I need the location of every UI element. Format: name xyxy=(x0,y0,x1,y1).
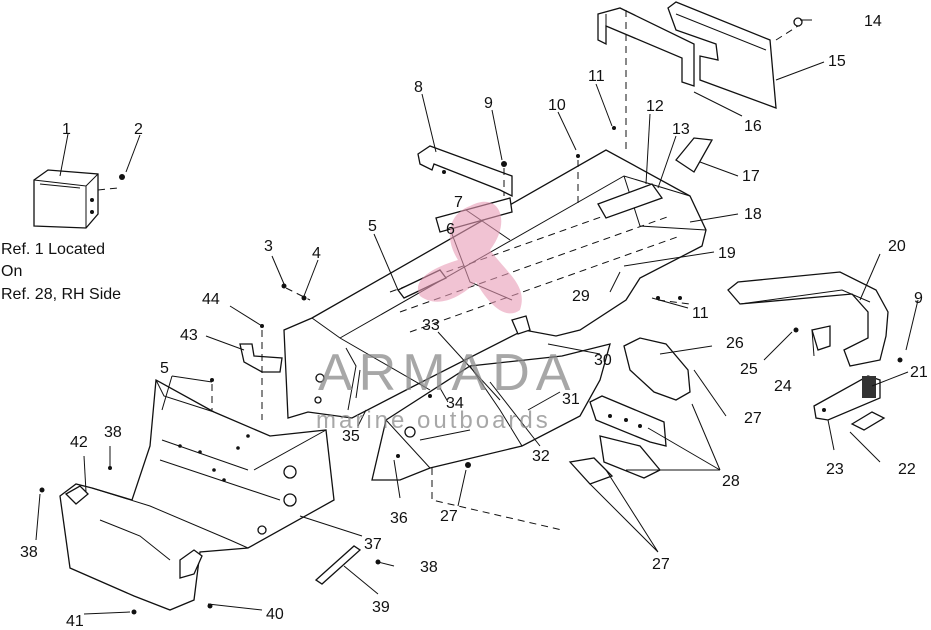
callout-40: 40 xyxy=(266,606,284,623)
reference-note-line3: Ref. 28, RH Side xyxy=(1,286,121,303)
bracket-8 xyxy=(417,145,513,198)
callout-7: 7 xyxy=(454,194,463,211)
callout-39: 39 xyxy=(372,599,390,616)
callout-27: 27 xyxy=(652,556,670,573)
callout-26: 26 xyxy=(726,335,744,352)
callout-labels: 1 2 3 4 5 5 6 7 8 9 9 10 11 11 12 13 14 … xyxy=(20,13,928,630)
callout-28: 28 xyxy=(722,473,740,490)
propeller-logo-icon xyxy=(417,201,522,314)
callout-5: 5 xyxy=(368,218,377,235)
callout-41: 41 xyxy=(66,613,84,630)
callout-33: 33 xyxy=(422,317,440,334)
upper-plates xyxy=(597,1,803,173)
callout-29: 29 xyxy=(572,288,590,305)
callout-25: 25 xyxy=(740,361,758,378)
callout-27: 27 xyxy=(744,410,762,427)
front-bulkhead-part xyxy=(371,315,611,531)
callout-5: 5 xyxy=(160,360,169,377)
rear-tunnel-part xyxy=(59,378,335,611)
callout-9: 9 xyxy=(914,290,923,307)
callout-9: 9 xyxy=(484,95,493,112)
callout-8: 8 xyxy=(414,79,423,96)
callout-24: 24 xyxy=(774,378,792,395)
callout-38: 38 xyxy=(20,544,38,561)
callout-35: 35 xyxy=(342,428,360,445)
callout-42: 42 xyxy=(70,434,88,451)
watermark-tagline: marine outboards xyxy=(316,407,551,434)
bracket-43 xyxy=(239,343,283,373)
callout-27: 27 xyxy=(440,508,458,525)
callout-44: 44 xyxy=(202,291,220,308)
callout-10: 10 xyxy=(548,97,566,114)
brackets-26-28 xyxy=(568,337,691,485)
callout-23: 23 xyxy=(826,461,844,478)
callout-6: 6 xyxy=(446,221,455,238)
callout-16: 16 xyxy=(744,118,762,135)
callout-3: 3 xyxy=(264,238,273,255)
callout-22: 22 xyxy=(898,461,916,478)
callout-37: 37 xyxy=(364,536,382,553)
callout-15: 15 xyxy=(828,53,846,70)
callout-36: 36 xyxy=(390,510,408,527)
watermark-brand: ARMADA xyxy=(318,344,576,402)
leader-lines xyxy=(35,19,919,615)
reference-note-line1: Ref. 1 Located xyxy=(1,241,105,258)
callout-34: 34 xyxy=(446,395,464,412)
callout-14: 14 xyxy=(864,13,882,30)
callout-30: 30 xyxy=(594,352,612,369)
reference-note-line2: On xyxy=(1,263,22,280)
armada-watermark: ARMADA marine outboards xyxy=(316,201,576,434)
callout-18: 18 xyxy=(744,206,762,223)
callout-31: 31 xyxy=(562,391,580,408)
bumper-part xyxy=(813,375,886,431)
callout-43: 43 xyxy=(180,327,198,344)
callout-12: 12 xyxy=(646,98,664,115)
callout-38: 38 xyxy=(104,424,122,441)
callout-19: 19 xyxy=(718,245,736,262)
callout-32: 32 xyxy=(532,448,550,465)
callout-4: 4 xyxy=(312,245,321,262)
callout-11: 11 xyxy=(692,305,709,322)
callout-17: 17 xyxy=(742,168,760,185)
callout-13: 13 xyxy=(672,121,690,138)
strip-39 xyxy=(314,545,362,585)
callout-1: 1 xyxy=(62,121,71,138)
callout-2: 2 xyxy=(134,121,143,138)
callout-38: 38 xyxy=(420,559,438,576)
callout-20: 20 xyxy=(888,238,906,255)
callout-11: 11 xyxy=(588,68,605,85)
reflector-part xyxy=(33,169,125,229)
callout-21: 21 xyxy=(910,364,928,381)
rear-hoop-part xyxy=(727,271,889,367)
